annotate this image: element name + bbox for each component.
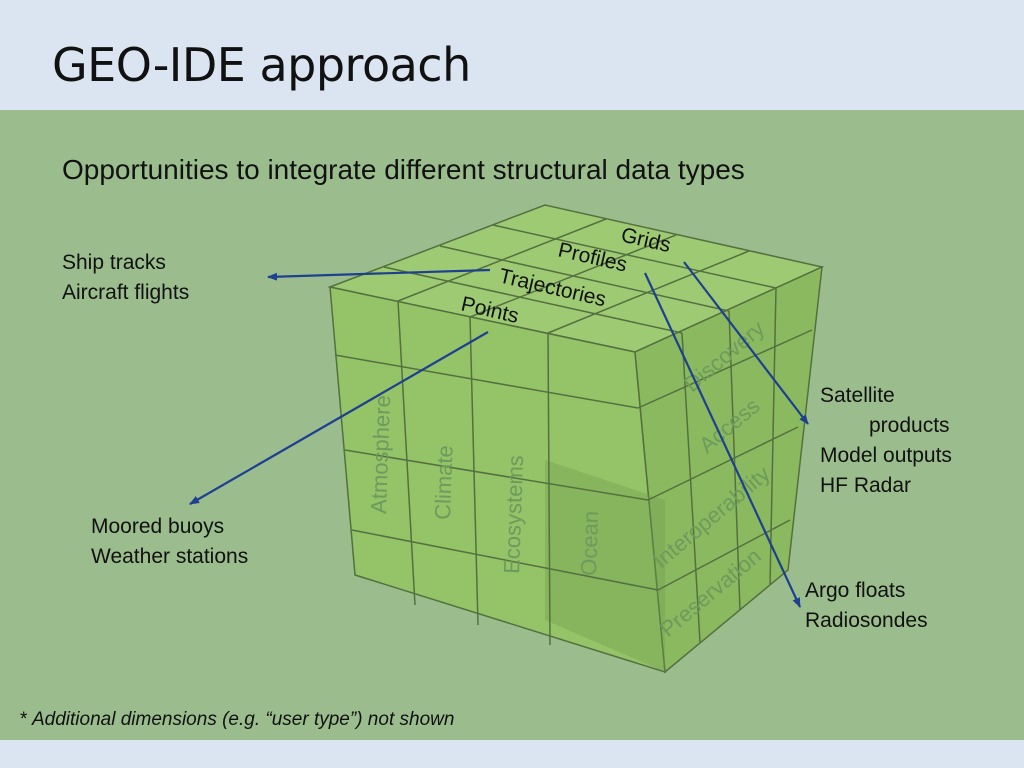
footnote-text: Additional dimensions (e.g. “user type”)… (31, 709, 455, 730)
cube-front-grid (334, 300, 659, 646)
callout-line: Satellite (820, 384, 895, 407)
callout-line: Weather stations (91, 545, 249, 568)
callout-line: Model outputs (820, 444, 952, 467)
connector-arrows (189, 261, 809, 608)
title-bar: GEO-IDE approach (0, 0, 1024, 110)
cube-inner-shadow (545, 460, 665, 672)
arrow-trajectories (267, 268, 491, 281)
callout-profiles: Argo floats Radiosondes (805, 576, 928, 636)
callout-points: Moored buoys Weather stations (91, 512, 248, 572)
arrow-points (189, 331, 489, 505)
footnote: * Additional dimensions (e.g. “user type… (20, 709, 454, 731)
slide-title: GEO-IDE approach (52, 38, 471, 92)
callout-line: Aircraft flights (62, 281, 190, 304)
callout-line: Ship tracks (62, 251, 166, 274)
callout-line: Moored buoys (91, 515, 225, 538)
callout-grids: Satellite products Model outputs HF Rada… (820, 381, 952, 501)
theme-label-climate: Climate (430, 445, 458, 520)
callout-line: HF Radar (820, 474, 912, 497)
callout-line: Radiosondes (805, 609, 928, 632)
theme-label-ocean: Ocean (576, 511, 603, 577)
footnote-star: * (20, 709, 28, 730)
cube (327, 204, 825, 674)
callout-line: products (869, 414, 950, 437)
theme-label-atmosphere: Atmosphere (366, 395, 395, 514)
callout-trajectories: Ship tracks Aircraft flights (62, 248, 189, 308)
callout-line: Argo floats (805, 579, 906, 602)
cube-right-face (634, 265, 823, 674)
cube-right-grid (637, 287, 813, 643)
cube-top-grid (383, 218, 777, 334)
theme-label-ecosystems: Ecosystems (499, 455, 528, 574)
slide-subtitle: Opportunities to integrate different str… (62, 154, 745, 185)
arrow-grids (683, 261, 809, 425)
theme-labels: Atmosphere Climate Ecosystems Ocean (366, 395, 603, 576)
arrow-profiles (644, 272, 801, 608)
